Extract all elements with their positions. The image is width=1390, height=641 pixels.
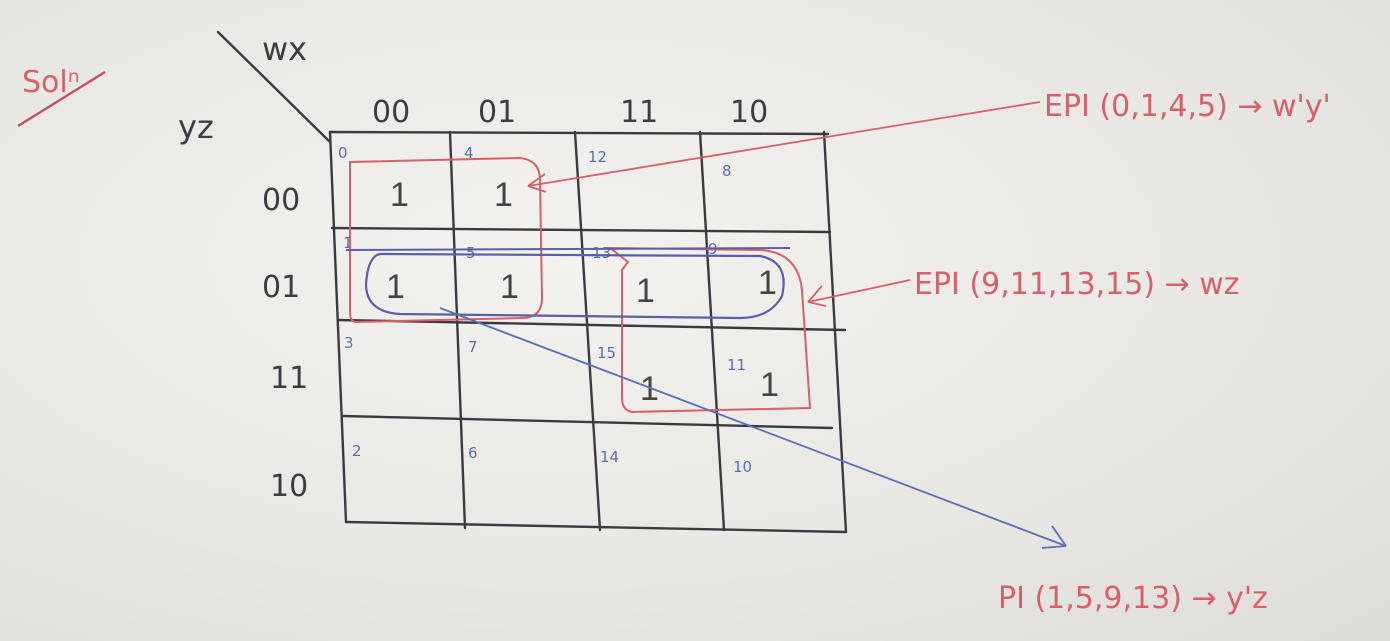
cell-one-0-1: 1 [494, 176, 513, 214]
col-header-00: 00 [372, 95, 410, 130]
arrow-epi1 [527, 101, 1041, 193]
cell-index: 4 [464, 144, 474, 162]
solution-heading: Solⁿ [22, 65, 80, 100]
group-pi-top-stroke [345, 247, 791, 251]
cell-one-1-3: 1 [758, 264, 777, 302]
annotation-pi: PI (1,5,9,13) → y'z [998, 581, 1268, 616]
cell-index: 5 [466, 244, 476, 262]
cell-index: 8 [722, 162, 732, 180]
group-pi-outline [364, 252, 785, 320]
col-header-10: 10 [730, 95, 768, 130]
col-header-11: 11 [620, 95, 658, 130]
cell-one-2-3: 1 [760, 366, 779, 404]
cell-one-1-0: 1 [386, 268, 405, 306]
cell-index: 12 [588, 148, 607, 166]
row-header-01: 01 [262, 270, 300, 305]
cell-index: 3 [344, 334, 354, 352]
annotation-epi1: EPI (0,1,4,5) → w'y' [1044, 89, 1331, 124]
cell-index: 2 [352, 442, 362, 460]
cell-one-0-0: 1 [390, 176, 409, 214]
group-epi2-outline [607, 246, 812, 414]
row-variables-label: yz [178, 108, 214, 146]
arrow-pi [439, 307, 1067, 549]
cell-index: 10 [733, 458, 752, 476]
arrow-epi2 [807, 279, 911, 307]
heading-underline [17, 70, 106, 128]
cell-one-1-1: 1 [500, 268, 519, 306]
cell-index: 1 [343, 234, 353, 252]
cell-index-numbers: 0 4 12 8 1 5 13 9 3 7 15 11 2 6 14 10 [338, 144, 752, 476]
row-header-11: 11 [270, 361, 308, 396]
cell-index: 11 [727, 356, 746, 374]
kmap-ones: 1 1 1 1 1 1 1 1 [386, 176, 779, 408]
col-header-01: 01 [478, 95, 516, 130]
cell-index: 13 [592, 244, 611, 262]
col-variables-label: wx [262, 30, 307, 68]
cell-index: 15 [597, 344, 616, 362]
group-epi1-outline [349, 156, 544, 324]
cell-one-1-2: 1 [636, 272, 655, 310]
annotation-epi2: EPI (9,11,13,15) → wz [914, 267, 1240, 302]
cell-index: 14 [600, 448, 619, 466]
kmap-grid [328, 130, 848, 534]
cell-index: 6 [468, 444, 478, 462]
corner-diagonal [216, 30, 332, 144]
row-header-10: 10 [270, 469, 308, 504]
row-header-00: 00 [262, 183, 300, 218]
cell-one-2-2: 1 [640, 370, 659, 408]
cell-index: 7 [468, 338, 478, 356]
cell-index: 0 [338, 144, 348, 162]
